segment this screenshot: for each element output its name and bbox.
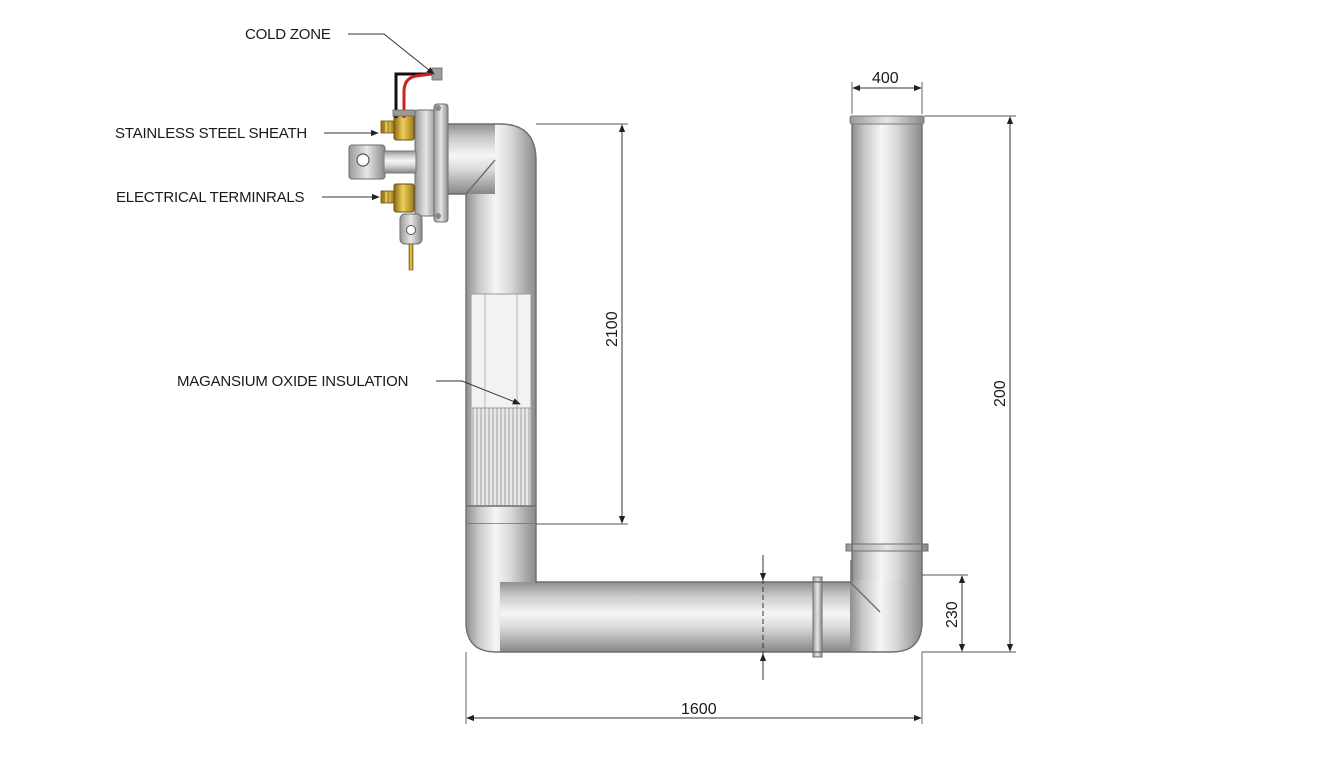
terminal-head <box>348 67 449 271</box>
callouts: COLD ZONE STAINLESS STEEL SHEATH ELECTRI… <box>115 26 521 405</box>
pipe-lower-right-bend <box>850 560 922 652</box>
dim-left-height: 2100 <box>604 311 621 347</box>
wire-red <box>402 72 433 118</box>
label-cold-zone: COLD ZONE <box>245 26 331 43</box>
pipe-top-stub <box>446 124 498 194</box>
dim-top-width: 400 <box>872 70 899 87</box>
dim-overall-width: 1600 <box>681 701 717 718</box>
pipe-right-vertical <box>852 120 922 580</box>
insulation-window <box>470 293 532 409</box>
pipe-right-collar <box>845 543 929 552</box>
dim-right-height: 200 <box>992 380 1009 407</box>
label-magnesium-oxide-insulation: MAGANSIUM OXIDE INSULATION <box>177 373 408 390</box>
brass-terminal-bottom <box>393 183 415 213</box>
dimensions: 400 2100 200 230 1600 <box>465 70 1016 724</box>
mgo-insulation-section <box>470 407 532 507</box>
pipe-right-cap <box>849 115 925 125</box>
dim-bend-height: 230 <box>944 601 961 628</box>
pipe-bottom-collar <box>812 576 823 658</box>
heating-pipe <box>446 115 929 680</box>
pipe-bottom-horizontal <box>500 582 886 652</box>
label-electrical-terminals: ELECTRICAL TERMINRALS <box>116 189 305 206</box>
label-stainless-steel-sheath: STAINLESS STEEL SHEATH <box>115 125 307 142</box>
